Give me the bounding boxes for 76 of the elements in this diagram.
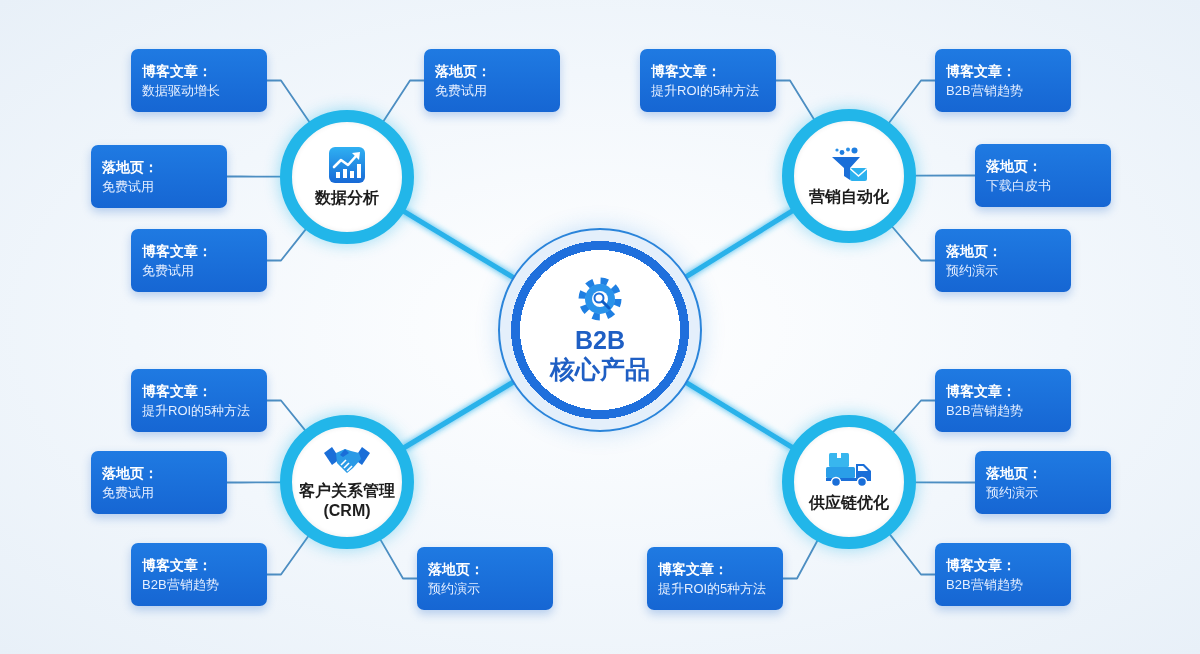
title-text: 免费试用 (102, 178, 154, 196)
link-card (935, 543, 1071, 606)
title-text: 免费试用 (142, 262, 194, 280)
title-text: 预约演示 (428, 580, 480, 598)
link-card (424, 49, 560, 112)
link-card (935, 369, 1071, 432)
title-text: 预约演示 (946, 262, 998, 280)
center-label: B2B 核心产品 (548, 326, 651, 384)
category-label: 博客文章： (946, 556, 1016, 575)
connector-line (266, 535, 309, 576)
link-card (640, 49, 776, 112)
link-card (647, 547, 783, 610)
connector-line (782, 540, 819, 580)
link-card (131, 543, 267, 606)
title-text: 提升ROI的5种方法 (142, 402, 251, 420)
connector-line (888, 79, 936, 124)
category-label: 落地页： (946, 242, 1002, 261)
connector-line (266, 399, 306, 431)
category-label: 落地页： (986, 464, 1042, 483)
connector-line (382, 79, 425, 122)
topic-label: 供应链优化 (809, 492, 889, 513)
topic-label: 数据分析 (315, 187, 379, 208)
link-card (975, 144, 1111, 207)
link-card (91, 145, 227, 208)
category-label: 博客文章： (142, 382, 212, 401)
title-text: 预约演示 (986, 484, 1038, 502)
connector-line (775, 79, 815, 120)
connector-line (401, 209, 516, 280)
category-label: 博客文章： (651, 62, 721, 81)
title-text: B2B营销趋势 (946, 82, 1023, 100)
title-text: 免费试用 (435, 82, 487, 100)
topic-circle (280, 415, 414, 549)
category-label: 博客文章： (946, 382, 1016, 401)
connector-line (266, 228, 307, 262)
category-label: 落地页： (986, 157, 1042, 176)
link-card (417, 547, 553, 610)
category-label: 落地页： (435, 62, 491, 81)
link-card (975, 451, 1111, 514)
link-card (935, 229, 1071, 292)
connector-line (915, 174, 976, 177)
title-text: 免费试用 (102, 484, 154, 502)
connector-line (684, 380, 795, 450)
category-label: 博客文章： (142, 242, 212, 261)
category-label: 落地页： (102, 464, 158, 483)
connector-line (915, 481, 976, 484)
connector-line (226, 481, 281, 484)
topic-circle (782, 109, 916, 243)
category-label: 博客文章： (658, 560, 728, 579)
link-card (131, 49, 267, 112)
title-text: 数据驱动增长 (142, 82, 220, 100)
category-label: 博客文章： (946, 62, 1016, 81)
category-label: 博客文章： (142, 556, 212, 575)
connector-line (891, 226, 936, 262)
title-text: 下载白皮书 (986, 177, 1051, 195)
link-card (91, 451, 227, 514)
connector-line (226, 175, 281, 178)
connector-line (889, 534, 936, 576)
topic-label: 营销自动化 (809, 186, 889, 207)
title-text: 提升ROI的5种方法 (651, 82, 760, 100)
category-label: 博客文章： (142, 62, 212, 81)
link-card (131, 369, 267, 432)
title-text: B2B营销趋势 (946, 576, 1023, 594)
link-card (935, 49, 1071, 112)
category-label: 落地页： (102, 158, 158, 177)
connector-line (892, 399, 936, 433)
title-text: B2B营销趋势 (142, 576, 219, 594)
title-text: B2B营销趋势 (946, 402, 1023, 420)
title-text: 提升ROI的5种方法 (658, 580, 767, 598)
connector-line (266, 79, 311, 123)
topic-label: 客户关系管理 (CRM) (298, 480, 396, 521)
topic-circle (280, 110, 414, 244)
category-label: 落地页： (428, 560, 484, 579)
topic-circle (782, 415, 916, 549)
connector-line (684, 208, 795, 279)
link-card (131, 229, 267, 292)
connector-line (379, 539, 418, 580)
